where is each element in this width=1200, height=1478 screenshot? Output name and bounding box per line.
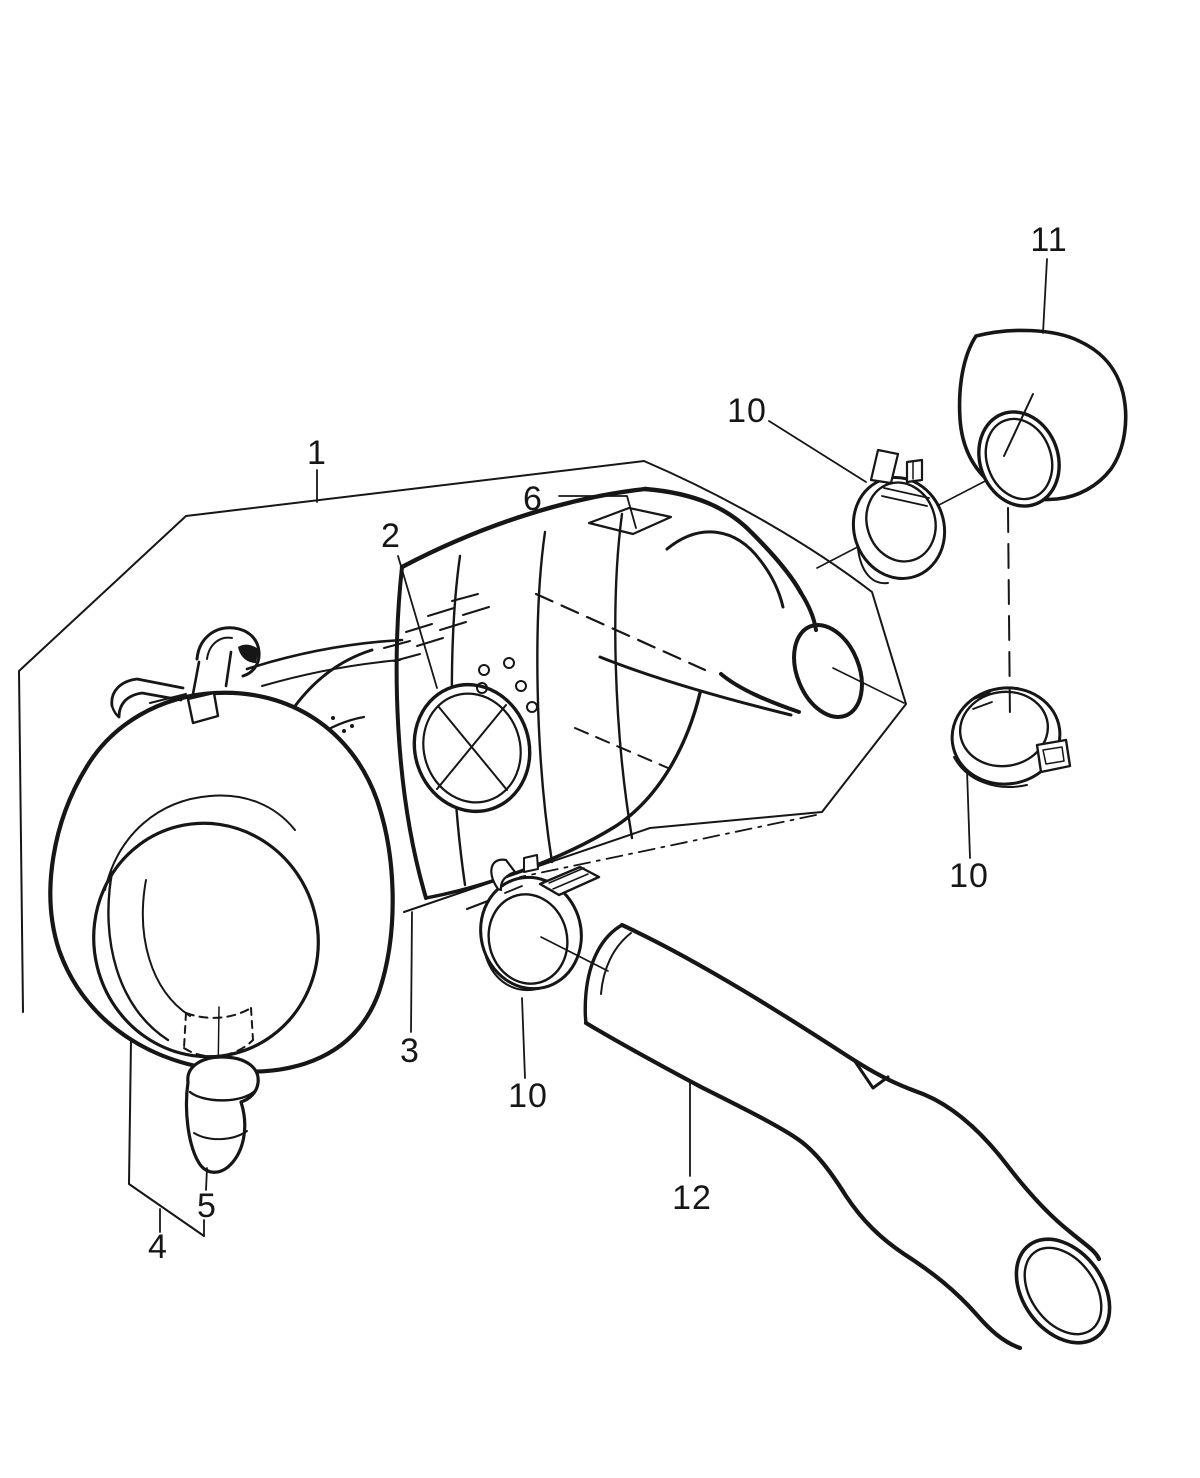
callout-10-upper-label: 10 <box>727 392 767 430</box>
dome-reflection-arc <box>107 870 170 1042</box>
clamp-slot <box>504 885 523 894</box>
bracket-4 <box>128 1039 205 1237</box>
clamp-opening <box>865 481 937 563</box>
cap-opening-inner <box>984 417 1054 501</box>
tube-inlet-rim <box>583 923 624 1025</box>
inlet-cap-part-11 <box>957 328 1128 508</box>
leader-5 <box>205 1167 208 1191</box>
clamp-band <box>479 875 583 991</box>
clamp-slot <box>970 692 991 701</box>
leader-2 <box>397 555 438 689</box>
clamp-bent-tab <box>490 858 517 892</box>
element-top-line <box>261 659 401 687</box>
cover-latch <box>110 626 261 725</box>
element-face-inner <box>422 692 522 804</box>
clamp-slot <box>972 701 993 710</box>
callout-11-label: 11 <box>1030 221 1067 259</box>
clamp-screw-inner <box>1042 746 1065 765</box>
leader-3 <box>410 911 413 1033</box>
body-neck-curve <box>665 530 785 609</box>
callout-12-label: 12 <box>672 1179 712 1217</box>
callout-4-label: 4 <box>148 1228 168 1266</box>
cap-opening-outer <box>977 410 1061 508</box>
leader-6 <box>558 495 637 529</box>
body-left-rim <box>394 565 428 900</box>
clamp-band <box>950 686 1062 786</box>
assembly-boundary-part-1 <box>18 460 907 1013</box>
callout-2-label: 2 <box>381 517 401 555</box>
tube-bend-kink <box>852 1058 890 1090</box>
filter-element-part-2 <box>245 638 538 814</box>
leader-11 <box>1042 258 1048 334</box>
dome-face-inner-arc <box>104 794 296 891</box>
outlet-bottom-edge <box>719 672 801 714</box>
cap-crease-line <box>1003 393 1034 457</box>
clamp-screw-slot <box>548 867 585 884</box>
dust-valve-part-5 <box>184 1055 260 1174</box>
clamp-tab <box>869 448 900 485</box>
tube-fill <box>581 925 1101 1352</box>
tube-inlet-rim-inner <box>600 932 632 995</box>
element-cross-line <box>437 705 508 791</box>
body-hidden-line <box>534 592 707 672</box>
hose-clamp-part-10-lower <box>479 854 601 992</box>
outlet-pointer-line <box>832 667 905 704</box>
body-bottom-edge <box>424 691 702 900</box>
tube-top-edge <box>619 922 1102 1262</box>
clamp-small-tab <box>523 854 539 873</box>
valve-rim-band <box>188 1088 258 1102</box>
alignment-dashed-line <box>1007 507 1011 722</box>
end-cover-dome <box>48 626 395 1080</box>
clamp-depth-arc <box>857 548 889 585</box>
element-cross-line <box>436 704 507 790</box>
valve-body <box>184 1055 260 1174</box>
intake-tube-part-12 <box>581 922 1112 1352</box>
leader-10-right <box>966 769 971 859</box>
tube-bottom-edge <box>583 1020 1023 1351</box>
body-contour-arc <box>536 530 554 864</box>
lower-axis-line <box>540 936 609 972</box>
valve-mid-line <box>193 1130 248 1141</box>
dome-outline <box>48 690 395 1074</box>
callout-5-label: 5 <box>197 1187 217 1225</box>
body-shoulder <box>642 486 804 596</box>
hose-clamp-part-10-right <box>950 686 1072 788</box>
element-top-line <box>245 638 404 671</box>
clamp-band <box>851 476 947 580</box>
clamp-slot <box>881 495 928 507</box>
clamp-opening <box>958 690 1050 768</box>
dome-face-ring <box>92 821 320 1059</box>
body-hidden-line <box>574 727 669 769</box>
clamp-screw-tab <box>905 458 924 484</box>
element-shoulder-arc <box>288 648 374 715</box>
callout-10-right-label: 10 <box>949 857 989 895</box>
hose-clamp-part-10-upper <box>851 448 947 585</box>
element-rim-holes <box>476 657 538 713</box>
clamp-screw-slot <box>552 873 589 890</box>
boundary-outline <box>18 460 907 1013</box>
tube-end-opening <box>1014 1237 1112 1345</box>
clamp-depth-arc <box>953 756 1028 788</box>
body-label-pad-part-6 <box>587 506 673 536</box>
body-lower-right-edge <box>598 655 793 717</box>
outlet-opening <box>792 623 864 719</box>
callout-3-label: 3 <box>400 1032 420 1070</box>
leader-lines <box>128 258 1048 1237</box>
callout-6-label: 6 <box>523 480 543 518</box>
clamp-depth-arc <box>485 956 538 992</box>
tube-end-inner <box>1023 1246 1103 1336</box>
dome-reflection-arc <box>141 879 191 1017</box>
air-cleaner-body-part-3 <box>383 486 864 918</box>
leader-10-lower <box>521 997 526 1079</box>
body-contour-arc <box>614 512 634 840</box>
clamp-opening <box>487 893 569 985</box>
clamp-slot <box>883 487 930 499</box>
body-top-edge <box>399 486 648 570</box>
center-dashdot-line <box>519 814 817 878</box>
leader-10-upper <box>768 420 867 483</box>
callout-1-label: 1 <box>307 434 327 472</box>
clamp-screw-housing <box>1035 738 1072 774</box>
callout-10-lower-label: 10 <box>508 1077 548 1115</box>
